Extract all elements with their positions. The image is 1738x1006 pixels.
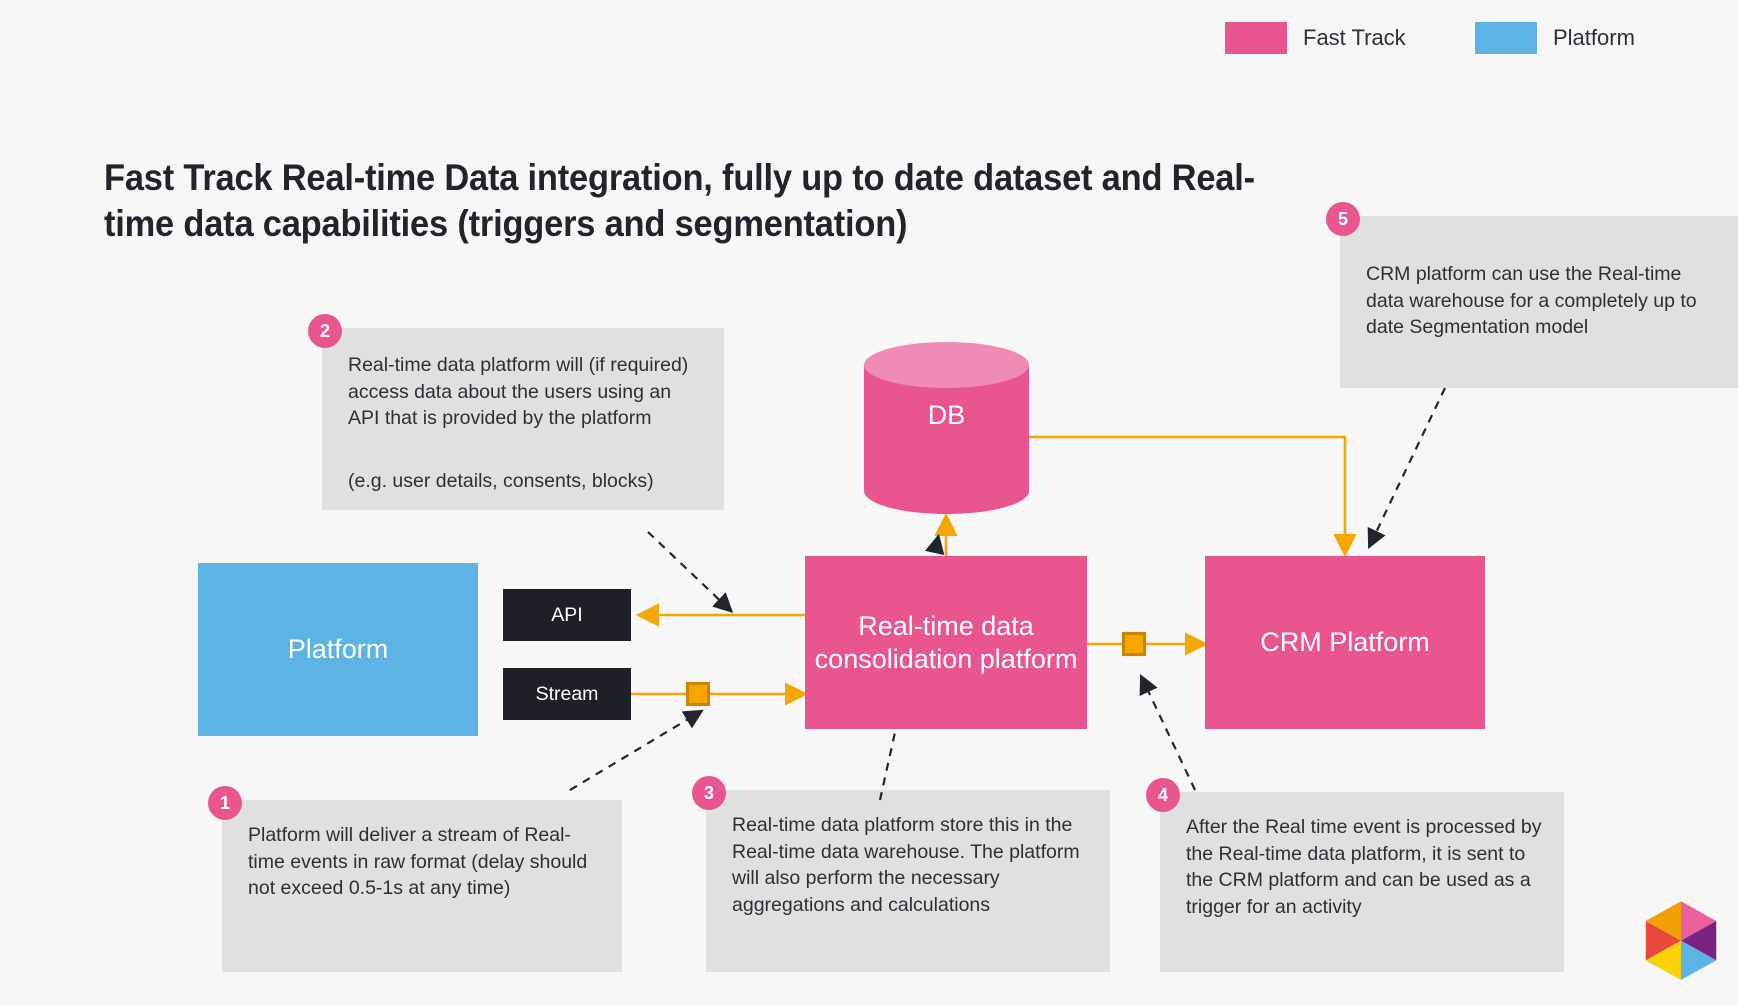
connector-square-crm[interactable] xyxy=(1122,632,1146,656)
legend-item-fast-track: Fast Track xyxy=(1225,22,1406,54)
callout-box-2: Real-time data platform will (if require… xyxy=(322,328,724,510)
leader-callout-5 xyxy=(1367,387,1446,549)
callout-badge-5: 5 xyxy=(1326,202,1360,236)
callout-box-5: CRM platform can use the Real-time data … xyxy=(1340,216,1738,388)
callout-1-text: Platform will deliver a stream of Real-t… xyxy=(248,824,588,900)
node-platform[interactable]: Platform xyxy=(198,563,478,736)
callout-5-text: CRM platform can use the Real-time data … xyxy=(1366,263,1697,339)
page-title: Fast Track Real-time Data integration, f… xyxy=(104,157,1255,244)
callout-3-text: Real-time data platform store this in th… xyxy=(732,814,1080,916)
node-stream[interactable]: Stream xyxy=(503,668,631,720)
connector-square-stream[interactable] xyxy=(686,682,710,706)
callout-2-text: Real-time data platform will (if require… xyxy=(348,354,689,430)
legend-item-platform: Platform xyxy=(1475,22,1635,54)
callout-box-1: Platform will deliver a stream of Real-t… xyxy=(222,800,622,972)
node-stream-label: Stream xyxy=(535,682,599,705)
legend-swatch-fast-track xyxy=(1225,22,1287,54)
node-api[interactable]: API xyxy=(503,589,631,641)
callout-box-4: After the Real time event is processed b… xyxy=(1160,792,1564,972)
node-consolidation-label: Real-time data consolidation platform xyxy=(814,610,1078,674)
node-crm-platform[interactable]: CRM Platform xyxy=(1205,556,1485,729)
brand-logo-icon xyxy=(1645,901,1717,980)
node-platform-label: Platform xyxy=(287,634,389,664)
callout-box-3: Real-time data platform store this in th… xyxy=(706,790,1110,972)
callout-badge-1: 1 xyxy=(208,786,242,820)
node-crm-label: CRM Platform xyxy=(1260,627,1430,657)
leader-callout-1 xyxy=(569,709,704,791)
node-consolidation-platform[interactable]: Real-time data consolidation platform xyxy=(805,556,1087,729)
leader-callout-4 xyxy=(1139,674,1196,791)
node-api-label: API xyxy=(551,603,583,626)
legend-label-platform: Platform xyxy=(1553,25,1635,50)
callout-4-text: After the Real time event is processed b… xyxy=(1186,816,1542,918)
node-db-label: DB xyxy=(927,400,966,430)
node-database-cylinder[interactable]: DB xyxy=(864,342,1029,514)
db-cylinder-top xyxy=(864,342,1029,388)
flow-db-to-crm xyxy=(1029,435,1357,558)
callout-2-text-secondary: (e.g. user details, consents, blocks) xyxy=(348,470,654,492)
callout-badge-2: 2 xyxy=(308,314,342,348)
callout-badge-3: 3 xyxy=(692,776,726,810)
callout-badge-4: 4 xyxy=(1146,778,1180,812)
legend-swatch-platform xyxy=(1475,22,1537,54)
legend-label-fast-track: Fast Track xyxy=(1303,25,1406,50)
leader-callout-2 xyxy=(647,531,734,614)
